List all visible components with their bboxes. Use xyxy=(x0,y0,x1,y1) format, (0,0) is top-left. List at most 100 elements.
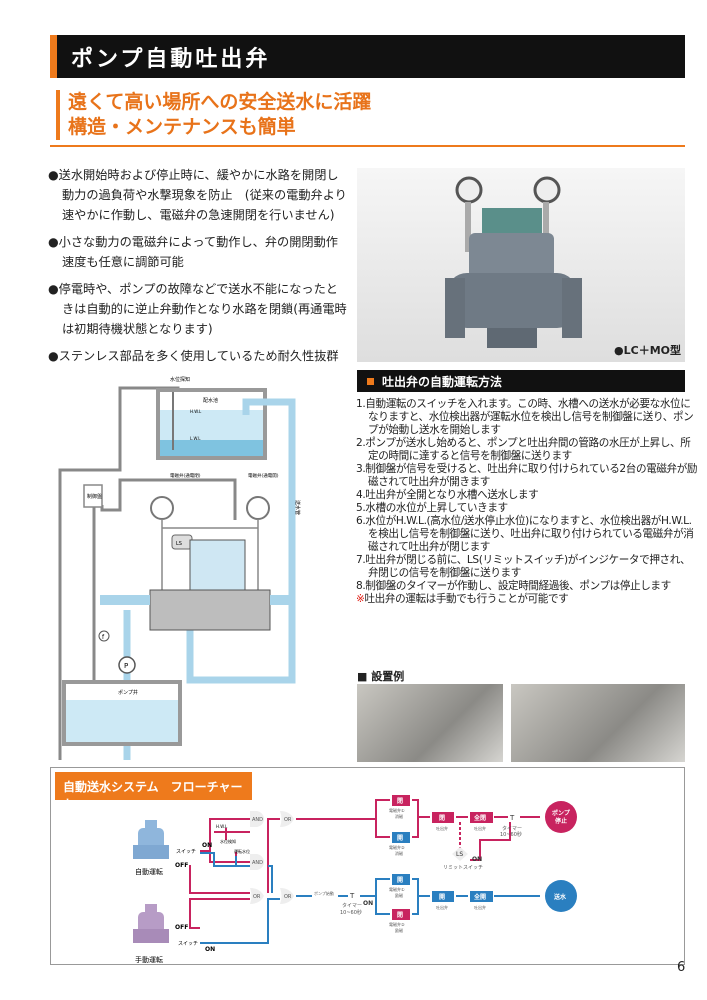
installation-photo xyxy=(511,684,685,762)
valve-label: 吐出弁 xyxy=(474,825,486,831)
valve-label: 吐出弁 xyxy=(436,904,448,910)
off-label: OFF xyxy=(175,924,188,931)
run-level-label: 運転水位 xyxy=(234,848,250,854)
subtitle-line: 遠くて高い場所への安全送水に活躍 xyxy=(68,91,372,113)
control-panel-label: 制御盤 xyxy=(87,493,102,500)
level-detect-label: 水位検知 xyxy=(220,838,236,844)
section-header: 吐出弁の自動運転方法 xyxy=(357,370,685,392)
f-label: f xyxy=(102,634,105,641)
tank-label: 配水池 xyxy=(203,397,218,404)
pump-start-label: ポンプ始動 xyxy=(314,890,334,896)
ls-label: LS xyxy=(176,541,182,547)
and-gate: AND xyxy=(252,860,263,866)
flowchart-label: 自動送水システム フローチャート xyxy=(55,772,252,811)
step-item: 1.自動運転のスイッチを入れます。この時、水槽への送水が必要な水位になりますと、… xyxy=(356,398,694,436)
open-box: 開 xyxy=(397,834,403,842)
system-diagram: 水位探知 配水池 H.W.L L.W.L 送水管 制御盤 電磁弁(通電閉) 電磁… xyxy=(58,376,301,760)
pump-stop-label: ポンプ xyxy=(552,809,571,817)
page-number: 6 xyxy=(677,960,686,975)
timer-range: 10~60秒 xyxy=(340,909,362,916)
example-label: ■ 設置例 xyxy=(357,670,405,683)
supply-pipe-label: 送水管 xyxy=(294,500,301,515)
timer-t: T xyxy=(349,892,355,900)
title-bar: ポンプ自動吐出弁 xyxy=(50,35,685,78)
sv-label: 電磁弁② xyxy=(389,844,405,850)
hwl-label: H.W.L xyxy=(190,409,202,414)
hwl-label: H.W.L xyxy=(216,824,228,829)
installation-photo xyxy=(357,684,503,762)
switch-label: スイッチ xyxy=(176,849,196,855)
on-label: ON xyxy=(205,946,215,953)
feature-item: ステンレス部品を多く使用しているため耐久性抜群 xyxy=(48,346,348,366)
sv-state: 励磁 xyxy=(395,927,403,933)
sv-label: 電磁弁② xyxy=(389,921,405,927)
or-gate: OR xyxy=(284,894,292,900)
feature-item: 停電時や、ポンプの故障などで送水不能になったときは自動的に逆止弁動作となり水路を… xyxy=(48,279,348,339)
square-bullet-icon xyxy=(367,378,374,385)
step-item: 7.吐出弁が閉じる前に、LS(リミットスイッチ)がインジケータで押され、弁閉じの… xyxy=(356,554,691,579)
level-sensor-label: 水位探知 xyxy=(170,376,190,383)
open-box: 開 xyxy=(439,893,445,901)
subtitle-line: 構造・メンテナンスも簡単 xyxy=(68,116,296,138)
on-label: ON xyxy=(472,856,482,863)
sv-state: 励磁 xyxy=(395,892,403,898)
sv-closed-label: 電磁弁(通電閉) xyxy=(170,472,201,479)
lwl-label: L.W.L xyxy=(190,436,201,441)
feature-list: 送水開始時および停止時に、緩やかに水路を開閉し動力の過負荷や水撃現象を防止 (従… xyxy=(48,165,348,373)
sv-label: 電磁弁① xyxy=(389,886,405,892)
gauge-icon xyxy=(150,496,174,520)
step-item: 8.制御盤のタイマーが作動し、設定時間経過後、ポンプは停止します xyxy=(356,580,671,592)
on-label: ON xyxy=(202,842,212,849)
switch-label: スイッチ xyxy=(178,941,198,947)
auto-label: 自動運転 xyxy=(135,867,163,876)
flowchart-box xyxy=(50,767,685,965)
manual-label: 手動運転 xyxy=(135,955,163,964)
feature-item: 送水開始時および停止時に、緩やかに水路を開閉し動力の過負荷や水撃現象を防止 (従… xyxy=(48,165,348,225)
section-title: 吐出弁の自動運転方法 xyxy=(382,375,503,389)
note-text: 吐出弁の運転は手動でも行うことが可能です xyxy=(364,593,569,605)
feature-item: 小さな動力の電磁弁によって動作し、弁の開閉動作速度も任意に調節可能 xyxy=(48,232,348,272)
timer-range: 10~60秒 xyxy=(500,831,522,838)
timer-t: T xyxy=(509,814,515,822)
limit-switch-label: リミットスイッチ xyxy=(443,865,483,871)
and-gate: AND xyxy=(252,817,263,823)
timer-label: タイマー xyxy=(502,825,522,832)
divider xyxy=(50,145,685,147)
photo-caption: ●LC＋MO型 xyxy=(614,344,681,357)
step-item: 6.水位がH.W.L.(高水位/送水停止水位)になりますと、水位検出器がH.W.… xyxy=(356,515,694,553)
or-gate: OR xyxy=(284,817,292,823)
flowchart: 自動運転 手動運転 スイッチ ON OFF OFF スイッチ ON H.W.L … xyxy=(133,795,577,964)
page-title: ポンプ自動吐出弁 xyxy=(71,47,271,72)
full-closed-box: 全閉 xyxy=(473,814,486,822)
timer-label: タイマー xyxy=(342,902,362,909)
note: ※吐出弁の運転は手動でも行うことが可能です xyxy=(356,593,700,606)
supply-label: 送水 xyxy=(553,893,567,901)
valve-label: 吐出弁 xyxy=(436,825,448,831)
steps-list: 1.自動運転のスイッチを入れます。この時、水槽への送水が必要な水位になりますと、… xyxy=(356,398,700,606)
valve-image xyxy=(445,176,582,348)
sv-open-label: 電磁弁(通電開) xyxy=(248,472,279,479)
ls-label: LS xyxy=(456,851,463,858)
on-label: ON xyxy=(363,900,373,907)
subtitle: 遠くて高い場所への安全送水に活躍 構造・メンテナンスも簡単 xyxy=(56,90,371,140)
closed-box: 閉 xyxy=(439,814,445,822)
sv-label: 電磁弁① xyxy=(389,807,405,813)
manual-valve-icon xyxy=(133,904,169,943)
sv-state: 消磁 xyxy=(395,813,403,819)
pump-label: P xyxy=(124,662,128,670)
gauge-icon xyxy=(246,496,270,520)
product-photo: ●LC＋MO型 xyxy=(357,168,685,362)
or-gate: OR xyxy=(253,894,261,900)
auto-valve-icon xyxy=(133,820,169,859)
lower-tank-label: ポンプ井 xyxy=(118,689,138,696)
open-box: 開 xyxy=(397,876,403,884)
sv-state: 消磁 xyxy=(395,850,403,856)
step-item: 3.制御盤が信号を受けると、吐出弁に取り付けられている2台の電磁弁が励磁されて吐… xyxy=(356,463,698,488)
valve-label: 吐出弁 xyxy=(474,904,486,910)
off-label: OFF xyxy=(175,862,188,869)
step-item: 5.水槽の水位が上昇していきます xyxy=(356,502,508,514)
closed-box: 閉 xyxy=(397,911,403,919)
full-open-box: 全開 xyxy=(473,893,486,901)
pump-stop-label: 停止 xyxy=(555,817,567,825)
step-item: 2.ポンプが送水し始めると、ポンプと吐出弁間の管路の水圧が上昇し、所定の時間に達… xyxy=(356,437,691,462)
